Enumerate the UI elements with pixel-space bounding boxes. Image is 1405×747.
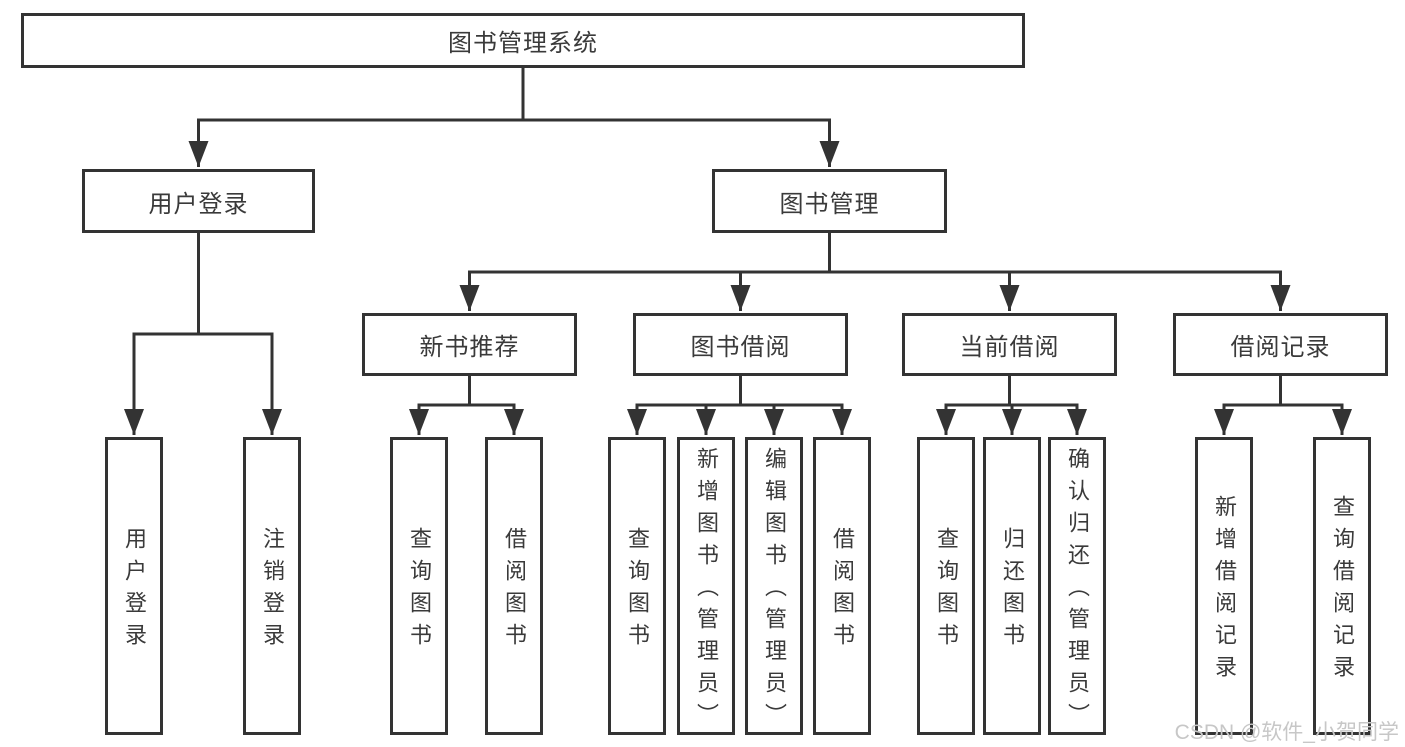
leaf-borrow-add-book-admin-label: 新增图书（管理员） bbox=[694, 447, 719, 735]
leaf-current-query-book: 查询图书 bbox=[917, 437, 975, 735]
leaf-current-confirm-return-admin-label: 确认归还（管理员） bbox=[1065, 447, 1090, 735]
node-book-borrow-label: 图书借阅 bbox=[690, 334, 791, 361]
leaf-record-query-borrow-record: 查询借阅记录 bbox=[1313, 437, 1371, 735]
leaf-record-add-borrow-record-label: 新增借阅记录 bbox=[1212, 495, 1237, 687]
leaf-current-return-book-label: 归还图书 bbox=[1000, 527, 1025, 655]
connector-recommend-children bbox=[409, 376, 524, 435]
leaf-record-add-borrow-record: 新增借阅记录 bbox=[1195, 437, 1253, 735]
leaf-current-query-book-label: 查询图书 bbox=[934, 527, 959, 655]
leaf-borrow-query-book: 查询图书 bbox=[608, 437, 666, 735]
leaf-user-login-label: 用户登录 bbox=[122, 527, 147, 655]
leaf-borrow-edit-book-admin-label: 编辑图书（管理员） bbox=[762, 447, 787, 735]
node-new-book-recommend: 新书推荐 bbox=[362, 313, 577, 376]
csdn-watermark: CSDN @软件_小贺同学 bbox=[1174, 721, 1399, 744]
node-current-borrow: 当前借阅 bbox=[902, 313, 1117, 376]
node-book-management-label: 图书管理 bbox=[779, 190, 880, 218]
leaf-borrow-query-book-label: 查询图书 bbox=[625, 527, 650, 655]
connector-record-children bbox=[1214, 376, 1352, 435]
leaf-user-login: 用户登录 bbox=[105, 437, 163, 735]
leaf-logout: 注销登录 bbox=[243, 437, 301, 735]
leaf-logout-label: 注销登录 bbox=[260, 527, 285, 655]
leaf-borrow-add-book-admin: 新增图书（管理员） bbox=[677, 437, 735, 735]
connector-user-login-children bbox=[124, 233, 282, 435]
leaf-recommend-query-book: 查询图书 bbox=[390, 437, 448, 735]
leaf-borrow-borrow-book-label: 借阅图书 bbox=[830, 527, 855, 655]
connector-book-mgmt-children bbox=[459, 233, 1291, 311]
leaf-recommend-borrow-book: 借阅图书 bbox=[485, 437, 543, 735]
leaf-recommend-query-book-label: 查询图书 bbox=[407, 527, 432, 655]
node-library-system: 图书管理系统 bbox=[21, 13, 1025, 68]
node-user-login-label: 用户登录 bbox=[148, 190, 249, 218]
node-borrow-record-label: 借阅记录 bbox=[1230, 334, 1331, 361]
node-book-borrow: 图书借阅 bbox=[633, 313, 848, 376]
leaf-recommend-borrow-book-label: 借阅图书 bbox=[502, 527, 527, 655]
leaf-current-confirm-return-admin: 确认归还（管理员） bbox=[1048, 437, 1106, 735]
node-library-system-label: 图书管理系统 bbox=[448, 30, 598, 57]
node-book-management: 图书管理 bbox=[712, 169, 947, 233]
node-borrow-record: 借阅记录 bbox=[1173, 313, 1388, 376]
node-current-borrow-label: 当前借阅 bbox=[959, 334, 1060, 361]
leaf-current-return-book: 归还图书 bbox=[983, 437, 1041, 735]
leaf-borrow-edit-book-admin: 编辑图书（管理员） bbox=[745, 437, 803, 735]
leaf-borrow-borrow-book: 借阅图书 bbox=[813, 437, 871, 735]
connector-current-children bbox=[936, 376, 1087, 435]
leaf-record-query-borrow-record-label: 查询借阅记录 bbox=[1330, 495, 1355, 687]
node-new-book-recommend-label: 新书推荐 bbox=[419, 334, 520, 361]
connector-borrow-children bbox=[627, 376, 852, 435]
connector-root-to-level2 bbox=[188, 68, 840, 167]
node-user-login: 用户登录 bbox=[82, 169, 315, 233]
